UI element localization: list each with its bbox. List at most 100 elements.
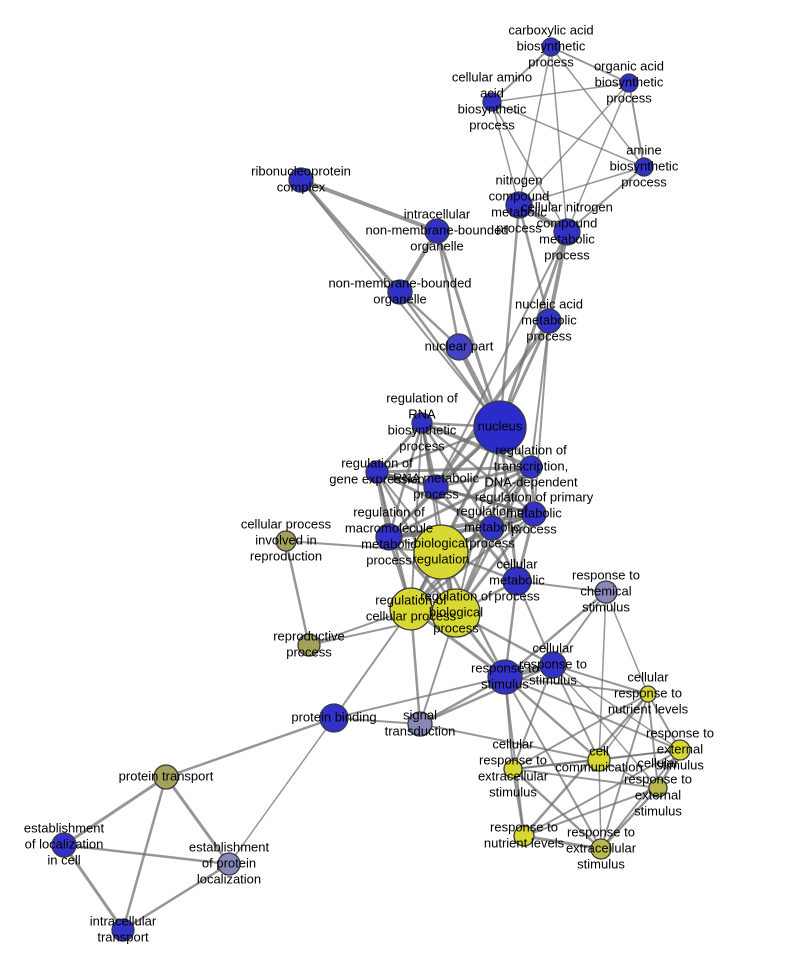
graph-node[interactable]	[51, 832, 77, 858]
graph-node[interactable]	[587, 748, 611, 772]
graph-edge	[387, 465, 533, 539]
graph-edge	[522, 834, 603, 851]
graph-edge	[552, 664, 649, 695]
graph-edge	[647, 693, 659, 789]
graph-node[interactable]	[387, 279, 413, 305]
graph-node-label: regulation of	[341, 455, 413, 470]
graph-node-label: acid	[480, 85, 504, 100]
graph-node-label: signal	[403, 707, 437, 722]
graph-edge	[491, 82, 630, 103]
graph-node[interactable]	[503, 759, 523, 779]
graph-node[interactable]	[411, 412, 433, 434]
graph-node-label: intracellular	[90, 913, 157, 928]
graph-edge	[547, 230, 569, 323]
graph-node-label: non-membrane-bounded	[328, 275, 471, 290]
graph-node[interactable]	[590, 838, 612, 860]
graph-node[interactable]	[297, 633, 321, 657]
graph-edge	[435, 231, 568, 488]
graph-node[interactable]	[275, 530, 297, 552]
graph-node-label: stimulus	[481, 676, 529, 691]
graph-node[interactable]	[669, 739, 691, 761]
graph-edge	[121, 862, 231, 932]
graph-node-label: process	[606, 90, 652, 105]
graph-node[interactable]	[375, 523, 403, 551]
graph-node-label: compound	[489, 188, 550, 203]
graph-node[interactable]	[521, 501, 547, 527]
graph-node-label: of localization	[25, 836, 104, 851]
graph-edge	[598, 749, 681, 761]
graph-node[interactable]	[413, 524, 469, 580]
graph-node-label: cellular amino	[452, 69, 532, 84]
graph-node-label: establishment	[189, 839, 270, 854]
graph-node-label: metabolic	[491, 204, 547, 219]
graph-node-label: process	[399, 438, 445, 453]
graph-node-label: amine	[626, 142, 661, 157]
graph-node[interactable]	[479, 515, 505, 541]
graph-node-label: extracellular	[566, 840, 637, 855]
graph-edge	[605, 591, 649, 695]
graph-node-label: complex	[277, 179, 326, 194]
graph-node-label: compound	[537, 215, 598, 230]
graph-node[interactable]	[407, 711, 433, 737]
graph-node[interactable]	[217, 852, 241, 876]
graph-edge	[516, 580, 607, 593]
graph-node[interactable]	[634, 157, 654, 177]
graph-edge	[533, 320, 550, 515]
graph-node-label: nitrogen	[496, 172, 543, 187]
graph-node[interactable]	[423, 474, 449, 500]
graph-node-label: of protein	[202, 855, 256, 870]
graph-node-label: regulation of	[495, 442, 567, 457]
graph-node[interactable]	[639, 685, 657, 703]
graph-node[interactable]	[111, 918, 135, 942]
graph-node[interactable]	[648, 778, 668, 798]
graph-edge	[552, 664, 600, 761]
graph-node-label: cellular	[532, 640, 574, 655]
graph-edge	[491, 101, 645, 168]
graph-node-label: nutrient levels	[608, 701, 689, 716]
graph-edge	[435, 229, 502, 429]
graph-node-label: process	[528, 54, 574, 69]
graph-node[interactable]	[619, 73, 639, 93]
graph-node[interactable]	[541, 37, 561, 57]
graph-node[interactable]	[365, 460, 389, 484]
graph-node-label: reproduction	[250, 548, 322, 563]
graph-edge	[491, 46, 552, 103]
graph-node-label: response to	[490, 819, 558, 834]
graph-node[interactable]	[519, 455, 543, 479]
graph-node[interactable]	[319, 703, 349, 733]
graph-node[interactable]	[288, 167, 314, 193]
graph-edge	[504, 676, 649, 695]
graph-edge	[299, 178, 402, 294]
nodes-layer	[51, 37, 691, 942]
graph-node-label: cellular	[492, 736, 534, 751]
graph-node[interactable]	[502, 566, 532, 596]
graph-node[interactable]	[153, 764, 179, 790]
graph-node-label: process	[544, 247, 590, 262]
graph-node[interactable]	[553, 218, 581, 246]
graph-edge	[420, 421, 533, 469]
graph-node-label: biosynthetic	[458, 101, 527, 116]
graph-node[interactable]	[473, 400, 527, 454]
graph-node[interactable]	[513, 825, 535, 847]
graph-edge	[62, 775, 168, 847]
graph-node[interactable]	[505, 191, 533, 219]
graph-edge	[228, 717, 335, 865]
graph-node[interactable]	[536, 308, 562, 334]
graph-node[interactable]	[539, 651, 567, 679]
graph-node-label: response to	[479, 752, 547, 767]
graph-node[interactable]	[424, 218, 450, 244]
graph-node[interactable]	[594, 580, 618, 604]
graph-node-label: response to	[646, 725, 714, 740]
graph-node-label: RNA metabolic	[393, 470, 479, 485]
graph-edge	[308, 612, 457, 646]
graph-node[interactable]	[431, 588, 481, 638]
graph-edge	[511, 767, 603, 851]
graph-node-label: cell	[589, 743, 609, 758]
edges-layer	[62, 46, 682, 932]
graph-node-label: process	[526, 328, 572, 343]
graph-node-label: regulation of primary	[475, 489, 594, 504]
graph-node-label: process	[366, 552, 412, 567]
graph-node[interactable]	[445, 333, 473, 361]
graph-node[interactable]	[482, 92, 502, 112]
graph-node[interactable]	[487, 659, 523, 695]
